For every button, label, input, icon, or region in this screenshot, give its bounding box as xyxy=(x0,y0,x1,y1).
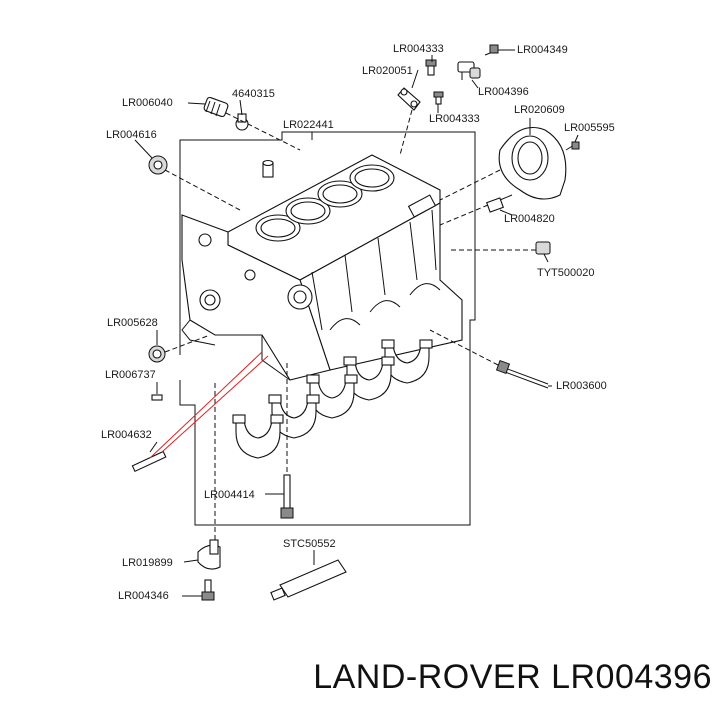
clip-lr006737 xyxy=(151,394,163,401)
label-lr022441: LR022441 xyxy=(283,119,334,131)
bolt-lr005595 xyxy=(565,141,580,151)
main-bearing-caps xyxy=(232,339,433,459)
sensor-lr004396 xyxy=(457,61,481,80)
label-lr004396: LR004396 xyxy=(478,86,529,98)
bracket-lr020051 xyxy=(397,87,421,111)
label-lr003600: LR003600 xyxy=(556,380,607,392)
label-lr006040: LR006040 xyxy=(122,97,173,109)
plug-lr004616 xyxy=(148,155,168,175)
label-lr020609: LR020609 xyxy=(514,104,565,116)
label-lr004349: LR004349 xyxy=(517,44,568,56)
label-lr005595: LR005595 xyxy=(564,122,615,134)
label-4640315: 4640315 xyxy=(232,88,275,100)
dowel-sleeve xyxy=(262,159,274,178)
pin-lr004820 xyxy=(486,194,513,213)
label-lr004346: LR004346 xyxy=(118,590,169,602)
plug-lr006040 xyxy=(203,96,229,118)
bolt-lr003600 xyxy=(495,359,549,389)
assembly-boundary xyxy=(179,131,476,526)
label-lr004333-mid: LR004333 xyxy=(429,113,480,125)
bolt-lr004349 xyxy=(484,44,499,56)
sensor-4640315 xyxy=(235,113,249,131)
rear-seal-housing xyxy=(498,126,567,200)
label-lr005628: LR005628 xyxy=(107,317,158,329)
label-lr020051: LR020051 xyxy=(362,65,413,77)
bolt-lr004333-mid xyxy=(433,91,444,105)
sealant-tube-stc50552 xyxy=(270,559,347,601)
leader-lines xyxy=(134,49,579,597)
engine-block xyxy=(181,154,463,381)
bolt-lr004346 xyxy=(201,579,215,601)
oil-jet-lr019899 xyxy=(197,539,221,570)
part-labels: LR004333 LR004349 LR020051 LR004396 LR00… xyxy=(101,43,615,602)
label-lr004632: LR004632 xyxy=(101,429,152,441)
plug-lr005628 xyxy=(148,345,166,363)
part-caption: LAND-ROVER LR004396 xyxy=(313,658,712,696)
bolt-lr004333-top xyxy=(425,59,437,76)
sleeve-tyt500020 xyxy=(535,241,551,255)
label-lr006737: LR006737 xyxy=(105,369,156,381)
stud-lr004632 xyxy=(131,450,167,473)
label-lr004616: LR004616 xyxy=(106,129,157,141)
label-stc50552: STC50552 xyxy=(283,538,336,550)
label-lr004333-top: LR004333 xyxy=(393,43,444,55)
label-tyt500020: TYT500020 xyxy=(537,267,594,279)
label-lr019899: LR019899 xyxy=(122,557,173,569)
bolt-lr004414 xyxy=(280,474,294,519)
label-lr004820: LR004820 xyxy=(504,213,555,225)
label-lr004414: LR004414 xyxy=(204,489,255,501)
